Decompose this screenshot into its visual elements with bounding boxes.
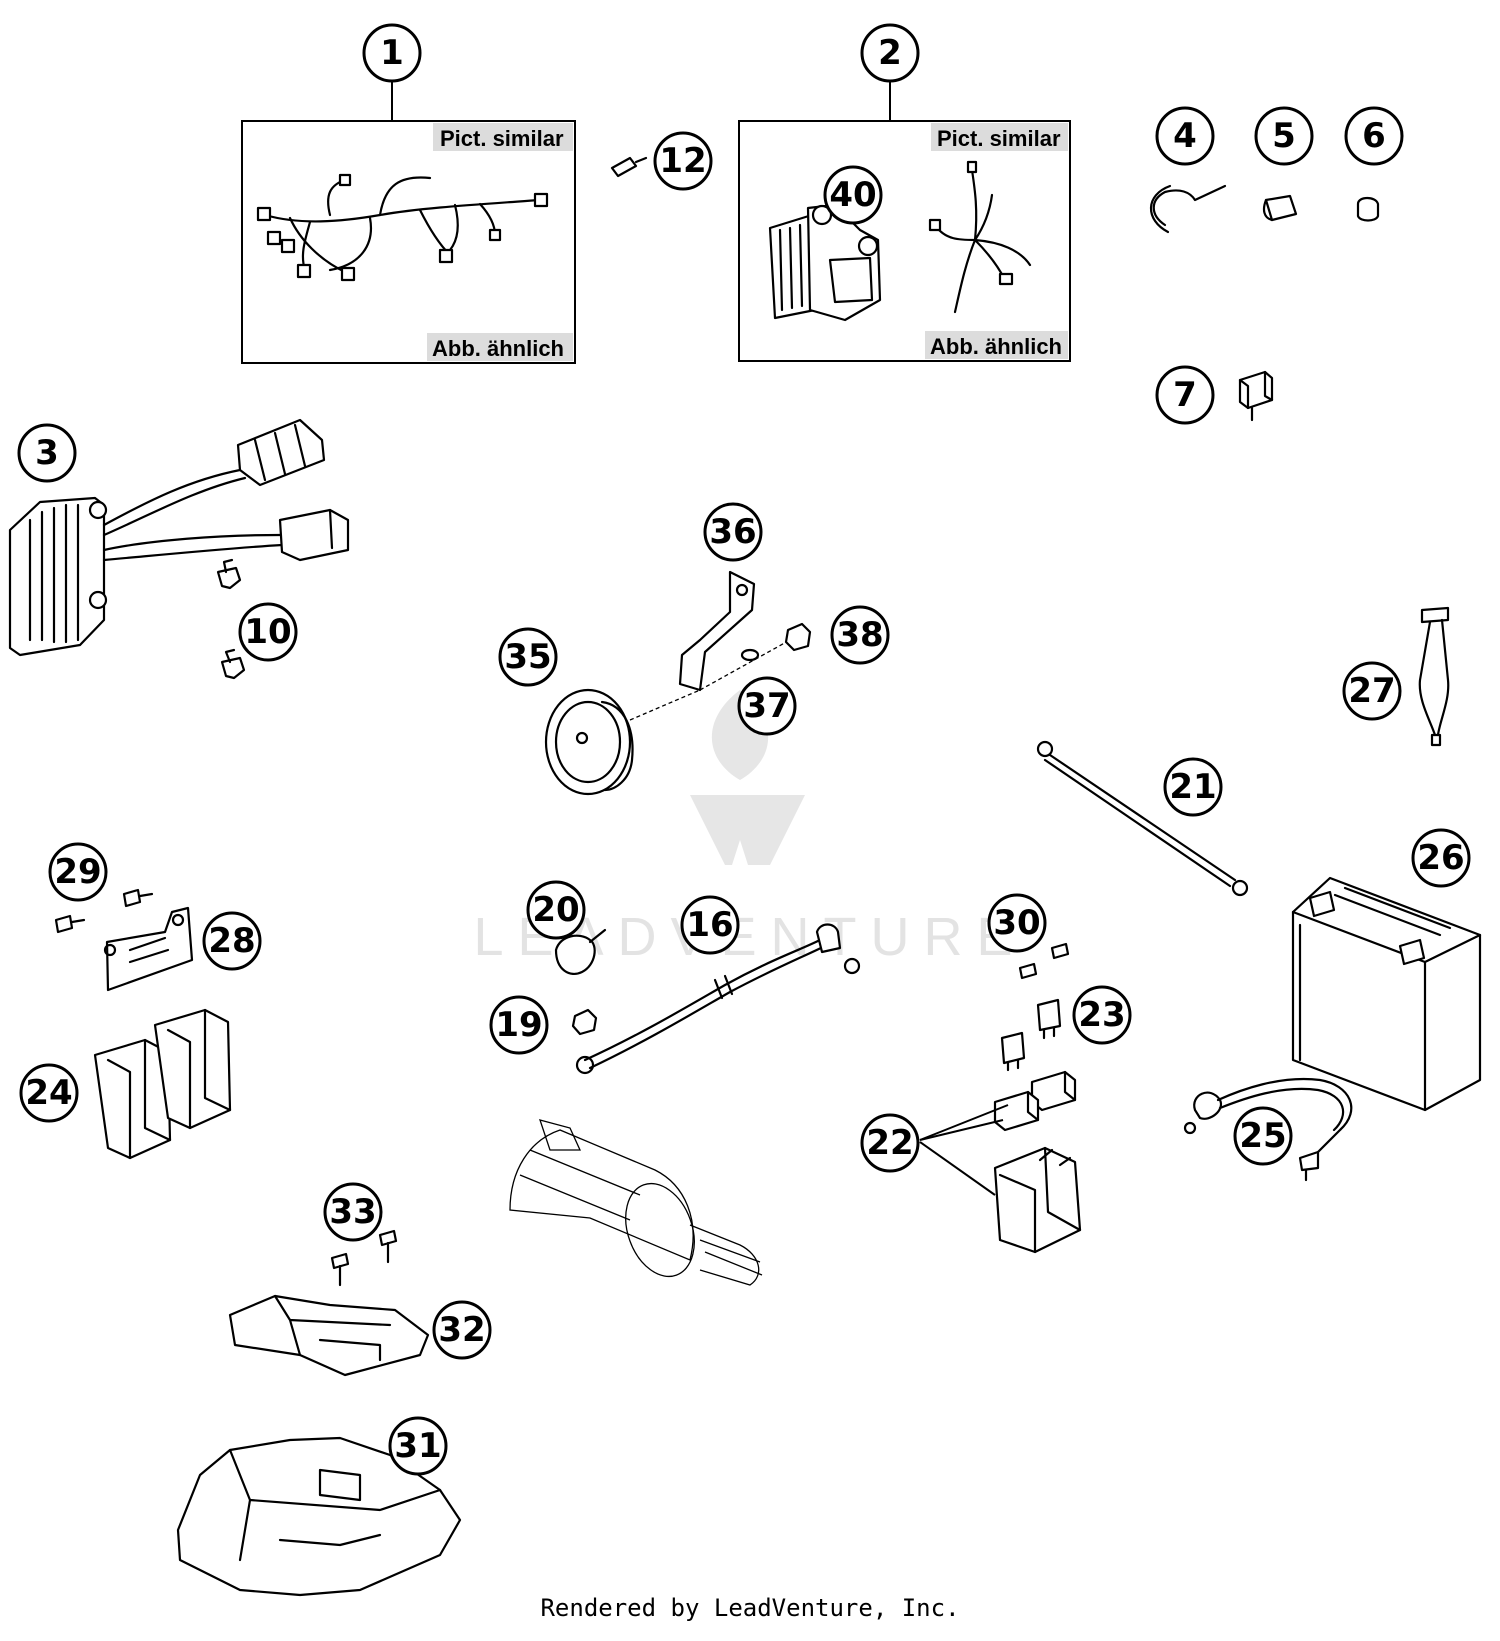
ecu-bracket-icon bbox=[768, 203, 882, 322]
svg-text:23: 23 bbox=[1078, 995, 1125, 1035]
ground-cable-icon bbox=[1036, 740, 1249, 897]
frame-1: Pict. similar Abb. ähnlich bbox=[241, 120, 576, 364]
callout-35: 35 bbox=[498, 627, 558, 687]
callout-10: 10 bbox=[238, 602, 298, 662]
svg-text:6: 6 bbox=[1362, 116, 1386, 156]
callout-7: 7 bbox=[1155, 365, 1215, 425]
svg-text:33: 33 bbox=[329, 1192, 376, 1232]
svg-text:24: 24 bbox=[25, 1073, 72, 1113]
callout-28: 28 bbox=[202, 911, 262, 971]
footer-credit: Rendered by LeadVenture, Inc. bbox=[540, 1594, 960, 1622]
screw-icon bbox=[1018, 942, 1070, 980]
fuse-icon bbox=[610, 156, 648, 178]
svg-text:22: 22 bbox=[866, 1123, 913, 1163]
callout-32: 32 bbox=[432, 1300, 492, 1360]
cable-tie-icon bbox=[1150, 184, 1227, 234]
wiring-harness-icon bbox=[256, 173, 549, 282]
callout-38: 38 bbox=[830, 605, 890, 665]
callout-20: 20 bbox=[526, 880, 586, 940]
svg-text:32: 32 bbox=[438, 1310, 485, 1350]
fuse-icon bbox=[1000, 998, 1062, 1072]
callout-37: 37 bbox=[737, 676, 797, 736]
svg-text:30: 30 bbox=[993, 903, 1040, 943]
svg-text:12: 12 bbox=[659, 141, 706, 181]
svg-text:3: 3 bbox=[35, 433, 59, 473]
svg-text:4: 4 bbox=[1173, 116, 1197, 156]
callout-2: 2 bbox=[860, 23, 920, 83]
callout-6: 6 bbox=[1344, 106, 1404, 166]
svg-text:2: 2 bbox=[878, 33, 902, 73]
svg-text:31: 31 bbox=[394, 1426, 441, 1466]
callout-29: 29 bbox=[48, 842, 108, 902]
frame-2: Pict. similar Abb. ähnlich bbox=[738, 120, 1071, 362]
svg-text:40: 40 bbox=[829, 175, 876, 215]
starter-cable-icon bbox=[575, 923, 861, 1075]
svg-text:10: 10 bbox=[244, 612, 291, 652]
battery-icon bbox=[1291, 876, 1482, 1112]
svg-text:1: 1 bbox=[380, 33, 404, 73]
svg-text:38: 38 bbox=[836, 615, 883, 655]
svg-text:37: 37 bbox=[743, 686, 790, 726]
callout-21: 21 bbox=[1163, 757, 1223, 817]
cable-clip-icon bbox=[1262, 194, 1298, 222]
starter-motor-icon bbox=[509, 1119, 763, 1286]
relay-icon bbox=[1238, 370, 1274, 422]
svg-text:20: 20 bbox=[532, 890, 579, 930]
callout-25: 25 bbox=[1233, 1106, 1293, 1166]
callout-5: 5 bbox=[1254, 106, 1314, 166]
svg-text:35: 35 bbox=[504, 637, 551, 677]
screw-icon bbox=[216, 558, 246, 680]
svg-text:7: 7 bbox=[1173, 375, 1197, 415]
callout-30: 30 bbox=[987, 893, 1047, 953]
callout-4: 4 bbox=[1155, 106, 1215, 166]
svg-text:16: 16 bbox=[686, 905, 733, 945]
svg-text:27: 27 bbox=[1348, 671, 1395, 711]
callout-33: 33 bbox=[323, 1182, 383, 1242]
svg-text:28: 28 bbox=[208, 921, 255, 961]
nut-icon bbox=[784, 622, 812, 652]
tray-icon bbox=[176, 1436, 462, 1597]
svg-text:5: 5 bbox=[1272, 116, 1296, 156]
callout-1: 1 bbox=[362, 23, 422, 83]
battery-cable-icon bbox=[1183, 1078, 1353, 1182]
callout-26: 26 bbox=[1411, 828, 1471, 888]
horn-icon bbox=[544, 688, 634, 796]
callout-23: 23 bbox=[1072, 985, 1132, 1045]
callout-16: 16 bbox=[680, 895, 740, 955]
callout-12: 12 bbox=[653, 131, 713, 191]
callout-19: 19 bbox=[489, 995, 549, 1055]
control-unit-holder-icon bbox=[228, 1294, 430, 1377]
svg-text:25: 25 bbox=[1239, 1116, 1286, 1156]
frame-2-tag-top: Pict. similar bbox=[937, 126, 1061, 151]
svg-text:19: 19 bbox=[495, 1005, 542, 1045]
svg-text:21: 21 bbox=[1169, 767, 1216, 807]
screw-icon bbox=[330, 1229, 398, 1287]
frame-1-tag-top: Pict. similar bbox=[440, 126, 564, 151]
washer-icon bbox=[740, 648, 760, 662]
sub-harness-icon bbox=[928, 160, 1032, 314]
relay-holder-bracket-icon bbox=[103, 906, 194, 992]
screw-icon bbox=[54, 888, 154, 934]
voltage-regulator-icon bbox=[8, 418, 350, 657]
relay-icon bbox=[93, 1008, 232, 1160]
callout-3: 3 bbox=[17, 423, 77, 483]
callout-31: 31 bbox=[388, 1416, 448, 1476]
frame-1-tag-bottom: Abb. ähnlich bbox=[432, 336, 564, 361]
hose-clamp-icon bbox=[1356, 196, 1380, 222]
terminal-cap-icon bbox=[554, 928, 607, 976]
starter-relay-icon bbox=[993, 1070, 1082, 1254]
callout-27: 27 bbox=[1342, 661, 1402, 721]
frame-2-tag-bottom: Abb. ähnlich bbox=[930, 334, 1062, 359]
fuse-puller-icon bbox=[1418, 606, 1450, 747]
svg-text:29: 29 bbox=[54, 852, 101, 892]
horn-bracket-icon bbox=[629, 570, 791, 721]
callout-22: 22 bbox=[860, 1113, 920, 1173]
callout-36: 36 bbox=[703, 502, 763, 562]
callout-40: 40 bbox=[823, 165, 883, 225]
callout-24: 24 bbox=[19, 1063, 79, 1123]
svg-text:26: 26 bbox=[1417, 838, 1464, 878]
svg-text:36: 36 bbox=[709, 512, 756, 552]
nut-icon bbox=[571, 1008, 598, 1036]
